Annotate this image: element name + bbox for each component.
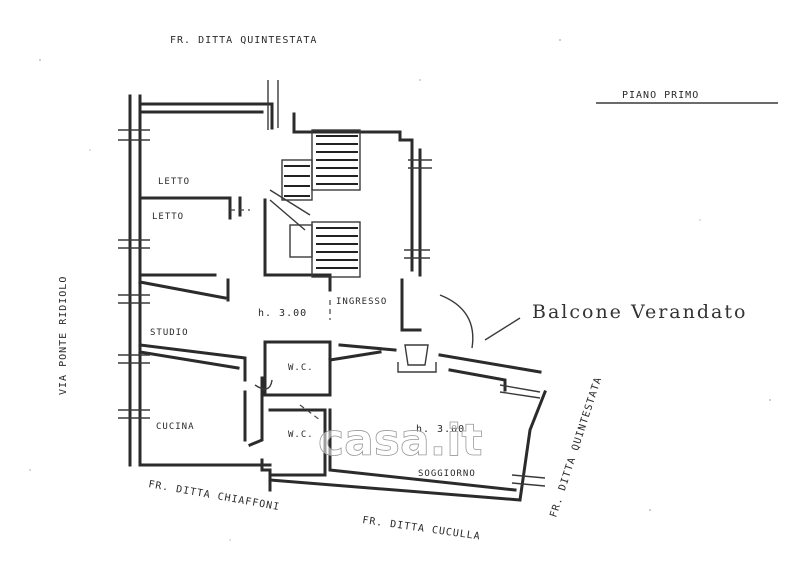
room-ingresso: INGRESSO	[336, 297, 387, 307]
room-letto-1: LETTO	[158, 177, 190, 187]
neighbor-bottom-left-label: FR. DITTA CHIAFFONI	[147, 479, 280, 513]
street-left-label: VIA PONTE RIDIOLO	[58, 276, 69, 395]
floor-title: PIANO PRIMO	[622, 90, 699, 101]
watermark-text: casa.it	[318, 415, 482, 466]
interior-walls	[138, 196, 542, 477]
room-soggiorno: SOGGIORNO	[418, 469, 476, 479]
room-wc-1: W.C.	[288, 363, 314, 373]
door-arcs	[230, 209, 474, 421]
neighbor-top-label: FR. DITTA QUINTESTATA	[170, 35, 317, 46]
stair-treads-upper	[316, 135, 358, 185]
balcony-pointer	[484, 102, 778, 341]
hall-height: h. 3.00	[258, 308, 307, 319]
stair-landing-treads	[284, 165, 310, 197]
stair-treads-lower	[316, 227, 358, 269]
balcony-note: Balcone Verandato	[532, 301, 747, 323]
neighbor-right-label: FR. DITTA QUINTESTATA	[548, 375, 604, 519]
scan-speckles	[29, 39, 771, 541]
room-cucina: CUCINA	[156, 422, 195, 432]
room-studio: STUDIO	[150, 328, 189, 338]
stairwell	[269, 129, 361, 278]
living-height: h. 3.00	[416, 424, 465, 435]
room-letto-2: LETTO	[152, 212, 184, 222]
room-wc-2: W.C.	[288, 430, 314, 440]
neighbor-bottom-mid-label: FR. DITTA CUCULLA	[362, 515, 482, 543]
window-marks	[118, 80, 546, 487]
